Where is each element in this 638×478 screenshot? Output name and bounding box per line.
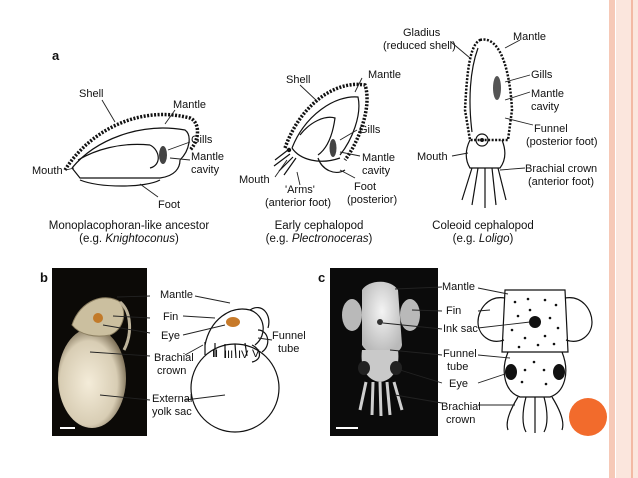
panel-b-label-brachial: Brachial [154, 352, 194, 364]
early-label-arms: 'Arms' [285, 184, 315, 196]
panel-c-diagram [382, 286, 593, 433]
early-label-foot-sub: (posterior) [347, 194, 397, 206]
panel-c-label-brachial: Brachial [441, 401, 481, 413]
ancestor-label-mantle: Mantle [173, 99, 206, 111]
panel-c-label-ink-sac: Ink sac [443, 323, 478, 335]
coleoid-label-gills: Gills [531, 69, 553, 81]
coleoid-label-brachial: Brachial crown [525, 163, 597, 175]
coleoid-caption-example: (e.g. Loligo) [453, 233, 514, 245]
panel-c-label-funnel-sub: tube [447, 361, 468, 373]
panel-b-label-yolk-sub: yolk sac [152, 406, 192, 418]
panel-b-diagram [89, 295, 280, 433]
accent-dot [569, 398, 607, 436]
coleoid-label-mantle: Mantle [513, 31, 546, 43]
ancestor-label-mouth: Mouth [32, 165, 63, 177]
panel-b-label-fin: Fin [163, 311, 178, 323]
panel-b-label-brachial-sub: crown [157, 365, 186, 377]
panel-c-label-fin: Fin [446, 305, 461, 317]
panel-b-arm-numeral-2: II [212, 348, 218, 360]
ancestor-label-mantle-cavity-2: cavity [191, 164, 220, 176]
ancestor-label-gills: Gills [191, 134, 213, 146]
panel-c-label-mantle: Mantle [442, 281, 475, 293]
panel-a-letter: a [52, 48, 60, 63]
early-label-mouth: Mouth [239, 174, 270, 186]
coleoid-label-funnel-sub: (posterior foot) [526, 136, 598, 148]
ancestor-diagram [63, 99, 200, 198]
decorative-stripe [609, 0, 615, 478]
early-caption: Early cephalopod [275, 220, 364, 232]
early-label-mantle-cavity-1: Mantle [362, 152, 395, 164]
early-label-gills: Gills [359, 124, 381, 136]
panel-c-label-eye: Eye [449, 378, 468, 390]
panel-b-label-mantle: Mantle [160, 289, 193, 301]
panel-c-label-funnel: Funnel [443, 348, 477, 360]
early-cephalopod-diagram [273, 77, 369, 186]
coleoid-label-mouth: Mouth [417, 151, 448, 163]
coleoid-caption: Coleoid cephalopod [432, 220, 534, 232]
panel-b-arm-numeral-3: III [224, 349, 233, 361]
panel-b-photo [52, 268, 147, 436]
panel-b-label-funnel-sub: tube [278, 343, 299, 355]
coleoid-label-mantle-cavity-2: cavity [531, 101, 560, 113]
coleoid-label-mantle-cavity-1: Mantle [531, 88, 564, 100]
coleoid-label-funnel: Funnel [534, 123, 568, 135]
panel-c-letter: c [318, 270, 325, 285]
early-caption-example: (e.g. Plectronoceras) [266, 233, 373, 245]
panel-b-label-funnel: Funnel [272, 330, 306, 342]
coleoid-label-brachial-sub: (anterior foot) [528, 176, 594, 188]
panel-b-label-eye: Eye [161, 330, 180, 342]
early-label-shell: Shell [286, 74, 310, 86]
ancestor-label-foot: Foot [158, 199, 180, 211]
panel-b-arm-numeral-5: V [252, 348, 260, 360]
early-label-foot: Foot [354, 181, 376, 193]
coleoid-diagram [450, 38, 534, 208]
panel-c-label-brachial-sub: crown [446, 414, 475, 426]
coleoid-label-gladius-sub: (reduced shell) [383, 40, 456, 52]
early-label-mantle: Mantle [368, 69, 401, 81]
early-label-arms-sub: (anterior foot) [265, 197, 331, 209]
decorative-stripe-line [631, 0, 633, 478]
panel-c-photo [330, 268, 438, 436]
ancestor-label-mantle-cavity-1: Mantle [191, 151, 224, 163]
ancestor-caption-example: (e.g. Knightoconus) [79, 233, 179, 245]
panel-b-arm-numeral-4: IV [238, 349, 249, 361]
ancestor-caption: Monoplacophoran-like ancestor [49, 220, 210, 232]
panel-b-label-yolk: External [152, 393, 192, 405]
coleoid-label-gladius: Gladius [403, 27, 441, 39]
early-label-mantle-cavity-2: cavity [362, 165, 391, 177]
ancestor-label-shell: Shell [79, 88, 103, 100]
panel-b-letter: b [40, 270, 48, 285]
